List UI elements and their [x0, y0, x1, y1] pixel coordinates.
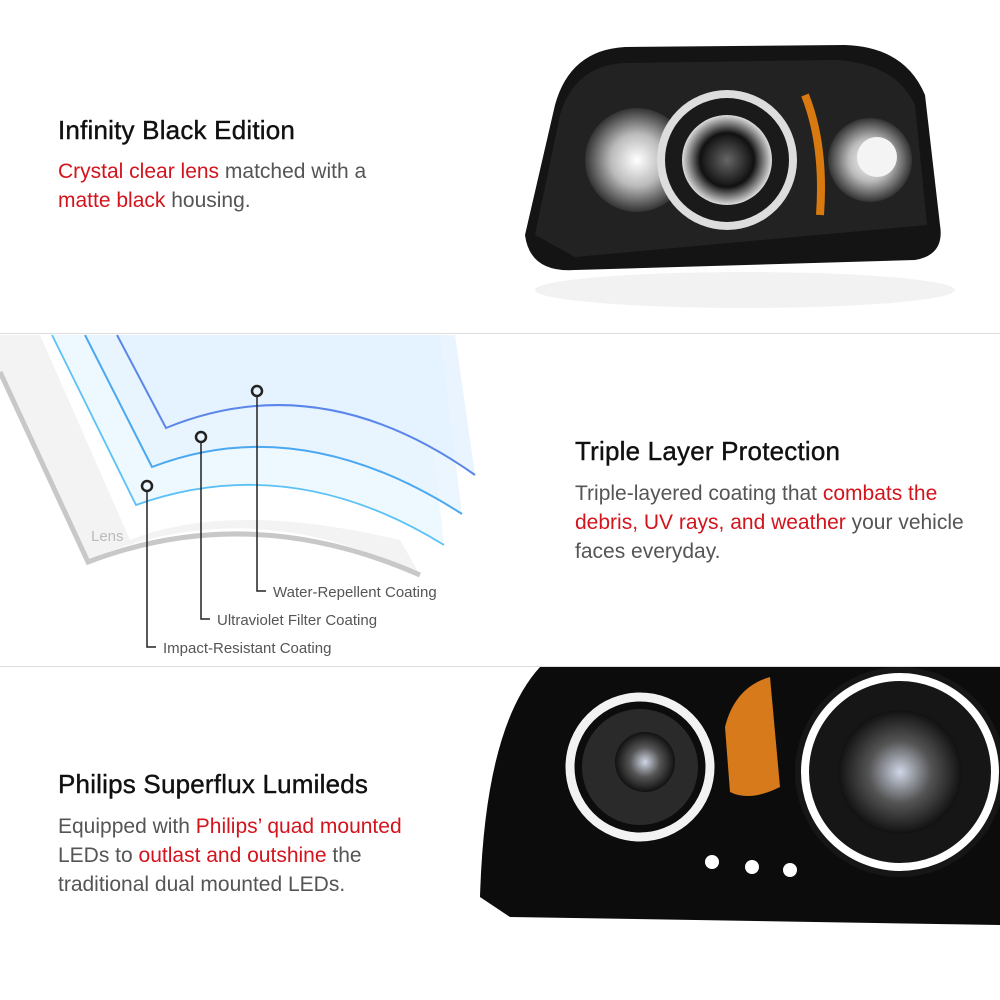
- coating-layers-diagram: Lens Water-Repellent Coating Ultraviolet…: [0, 334, 476, 657]
- section-triple-layer: Lens Water-Repellent Coating Ultraviolet…: [0, 334, 1000, 666]
- highlighted-text: outlast and outshine: [138, 844, 327, 867]
- highlighted-text: combats the debris, UV rays, and weather: [575, 482, 938, 534]
- highlighted-text: Crystal clear lens: [58, 160, 220, 183]
- layer-label-impact-resistant: Impact-Resistant Coating: [163, 640, 331, 657]
- section-body: Equipped with Philips’ quad mounted LEDs…: [58, 812, 438, 899]
- headlight-image-top: [525, 45, 955, 308]
- layer-label-uv-filter: Ultraviolet Filter Coating: [217, 612, 377, 629]
- body-text: the traditional dual mounted LEDs.: [58, 844, 362, 896]
- headlight-image-bottom: [480, 667, 1000, 925]
- section-philips-lumileds: Philips Superflux Lumileds Equipped with…: [0, 667, 1000, 1000]
- body-text: Triple-layered coating that: [575, 482, 823, 505]
- divider: [0, 333, 1000, 334]
- uv-filter-layer: [84, 334, 463, 515]
- lens-label: Lens: [91, 528, 124, 545]
- body-text: LEDs to: [58, 844, 139, 867]
- water-repellent-layer: [116, 334, 476, 476]
- body-text: Equipped with: [58, 815, 196, 838]
- section-title: Infinity Black Edition: [58, 115, 296, 145]
- body-text: your vehicle faces everyday.: [575, 511, 964, 563]
- body-text: matched with a: [219, 160, 367, 183]
- section-infinity-black: Infinity Black Edition Crystal clear len…: [0, 0, 1000, 333]
- section-body: Crystal clear lens matched with a matte …: [58, 157, 418, 215]
- section-title: Triple Layer Protection: [575, 436, 841, 466]
- divider: [0, 666, 1000, 667]
- section-title: Philips Superflux Lumileds: [58, 769, 369, 799]
- lens-layer: [0, 335, 420, 575]
- layer-label-water-repellent: Water-Repellent Coating: [273, 584, 437, 601]
- section-body: Triple-layered coating that combats the …: [575, 479, 965, 566]
- highlighted-text: Philips’ quad mounted: [195, 815, 402, 838]
- highlighted-text: matte black: [58, 189, 166, 212]
- body-text: housing.: [165, 189, 251, 212]
- impact-resistant-layer: [51, 334, 445, 546]
